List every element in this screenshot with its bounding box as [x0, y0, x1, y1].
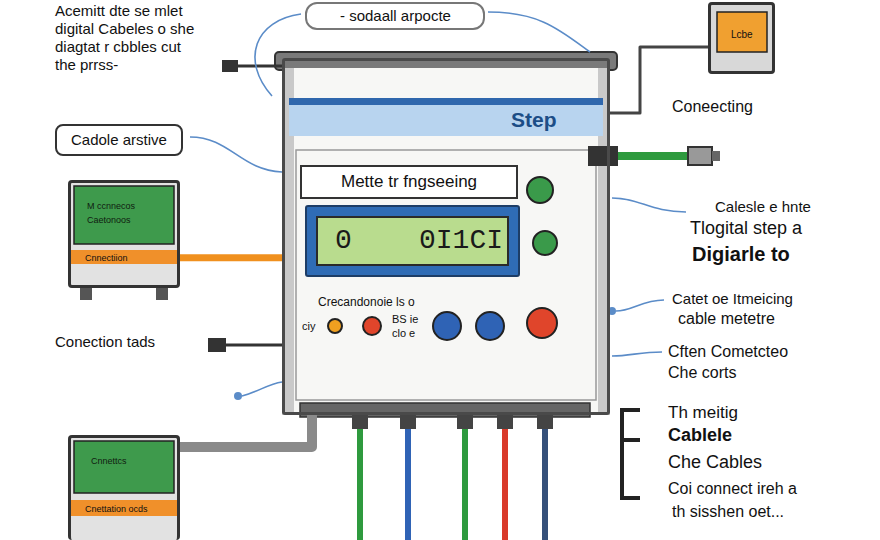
- annotation-label: the prrss-: [55, 56, 118, 73]
- annotation-label: clo e: [392, 327, 415, 340]
- plug: [208, 60, 282, 352]
- green-button: [527, 177, 553, 203]
- annotation-label: Digiarle to: [692, 243, 790, 266]
- node-text: Crecandonoie ls o: [318, 296, 415, 310]
- annotation-label: BS ie: [392, 313, 418, 326]
- annotation-label: Acemitt dte se mlet: [55, 2, 183, 19]
- annotation-label: Conection tads: [55, 333, 155, 350]
- node-text: Step: [511, 108, 557, 132]
- green-plug: [588, 146, 720, 166]
- meter-body: [282, 68, 610, 415]
- annotation-label: Coi connect ireh a: [668, 480, 797, 498]
- clip-bracket: [622, 410, 640, 498]
- terminal-bar: [300, 403, 590, 417]
- annotation-label: Catet oe Itmeicing: [672, 290, 793, 307]
- annotation-label: Tlogital step a: [690, 218, 802, 239]
- node-text: Cadole arstive: [71, 131, 167, 148]
- green-button: [533, 231, 557, 255]
- node-text: Mette tr fngseeing: [341, 172, 477, 192]
- orange-button: [328, 319, 342, 333]
- top-device-body: [708, 2, 775, 74]
- annotation-label: Cften Cometcteo: [668, 343, 788, 361]
- left-device: M ccnnecosCaetonoosCnnectiion: [68, 180, 180, 288]
- top-device: Lcbe: [708, 2, 775, 74]
- bottom-wires: [352, 415, 553, 540]
- red-button: [527, 308, 557, 338]
- node-text: Lcbe: [731, 29, 753, 41]
- header-band: Step: [289, 98, 603, 136]
- annotation-label: Coneecting: [672, 98, 753, 116]
- bottom-device: CnnettcsCnettation ocds: [68, 435, 180, 540]
- annotation-label: Che corts: [668, 364, 736, 382]
- leader-dot: [608, 307, 616, 315]
- blue-button: [476, 312, 504, 340]
- label-box: Mette tr fngseeing: [300, 165, 518, 199]
- node-text: 0I1CI: [419, 225, 503, 257]
- red-button: [363, 317, 381, 335]
- title-box: - sodaall arpocte: [305, 2, 485, 30]
- annotation-label: diagtat r cbbles cut: [55, 38, 181, 55]
- annotation-label: cable metetre: [678, 310, 775, 328]
- meter-cap: [275, 52, 617, 70]
- lcd-display: 0 0I1CI: [305, 205, 520, 277]
- node-text: M ccnnecos: [87, 201, 135, 211]
- blue-button: [433, 312, 461, 340]
- annotation-label: digital Cabeles o she: [55, 20, 194, 37]
- node-text: - sodaall arpocte: [340, 7, 451, 24]
- annotation-label: Th meitig: [668, 403, 738, 423]
- node-text: Cnnettcs: [91, 456, 127, 466]
- annotation-label: Calesle e hnte: [715, 198, 811, 215]
- leader-dot: [234, 392, 242, 400]
- cable-connector: [180, 415, 312, 447]
- leader-lines: [190, 12, 686, 396]
- annotation-label: Che Cables: [668, 452, 762, 473]
- node-text: 0: [335, 225, 352, 257]
- annotation-label: th sisshen oet...: [672, 503, 784, 521]
- meter-panel: [296, 150, 596, 400]
- cable-connector: [180, 254, 282, 261]
- callout-box: Cadole arstive: [55, 124, 183, 156]
- node-text: Cnettation ocds: [85, 504, 148, 514]
- left-device-body: [68, 180, 180, 300]
- node-text: Cnnectiion: [85, 253, 128, 263]
- node-text: Caetonoos: [87, 215, 131, 225]
- meter-housing: Crecandonoie ls o StepMette tr fngseeing 0…: [282, 58, 610, 415]
- annotation-label: ciy: [302, 320, 315, 333]
- bottom-device-body: [68, 435, 180, 540]
- annotation-label: Cablele: [668, 425, 732, 446]
